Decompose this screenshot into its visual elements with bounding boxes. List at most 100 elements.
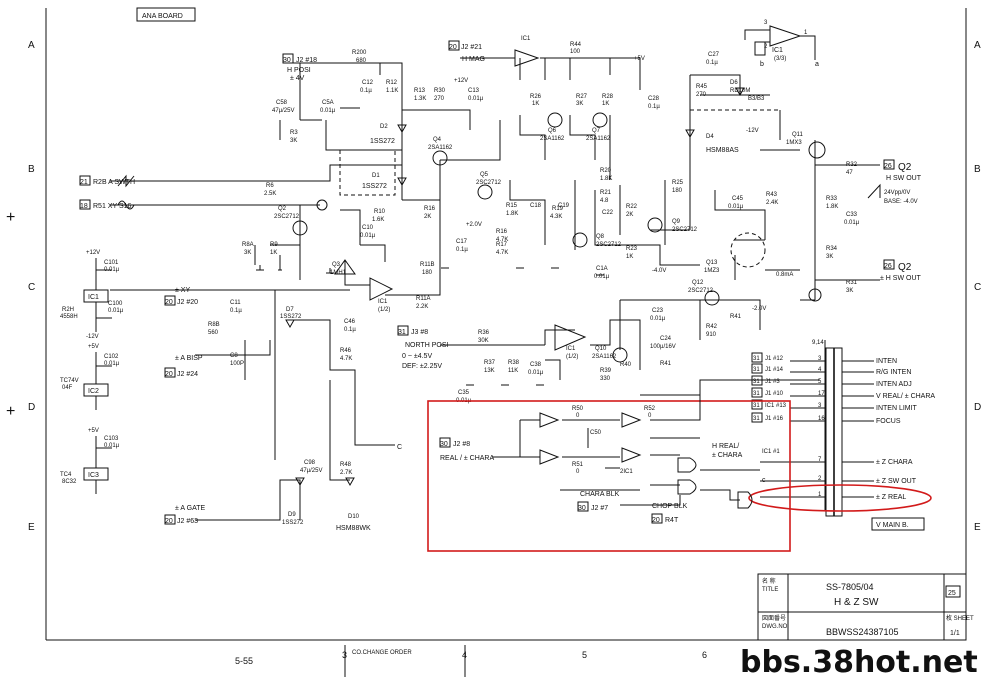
out-ref-box-bot xyxy=(883,259,895,270)
output-sawtooth-icon xyxy=(867,183,881,199)
r20-ref: R20 xyxy=(600,168,612,174)
c27-ref: C27 xyxy=(708,52,720,58)
q9-transistor xyxy=(647,217,663,233)
q10-transistor xyxy=(612,347,628,363)
connector-source: J1 #16 xyxy=(765,416,784,422)
d1-part: 1SS272 xyxy=(362,183,387,190)
r11a-ref: R11A xyxy=(416,296,431,302)
registration-mark-upper: + xyxy=(6,209,15,226)
left-ic2-ref2: 04F xyxy=(62,385,73,391)
ic1-half-b-ref: IC1 xyxy=(566,346,576,352)
ref-18: 18 xyxy=(80,203,88,210)
c35-ref: C35 xyxy=(458,390,470,396)
connector-pin-number: 4 xyxy=(818,367,822,373)
hb-c50: C50 xyxy=(590,430,602,436)
hb-buffer-1 xyxy=(539,412,560,428)
c5a-val: 0.01µ xyxy=(320,108,336,114)
sawtooth-symbol-icon xyxy=(117,174,135,188)
r43-val: 2.4K xyxy=(766,200,778,206)
q7-transistor xyxy=(592,112,608,128)
left-ic1-c1: C101 xyxy=(104,260,119,266)
c38-ref: C38 xyxy=(530,362,542,368)
q4-ref: Q4 xyxy=(433,137,442,143)
bottom-col-5: 5 xyxy=(582,650,587,660)
q11-transistor xyxy=(808,141,826,159)
d4-diode xyxy=(685,129,695,139)
board-label-box xyxy=(136,7,196,22)
r17-val: 4.7K xyxy=(496,250,508,256)
minus40v-label: -4.0V xyxy=(652,268,666,274)
q3-ref: Q3 xyxy=(332,262,341,268)
left-ic1-c2v: 0.01µ xyxy=(108,308,124,314)
r34-ref: R34 xyxy=(826,246,838,252)
c17-ref: C17 xyxy=(456,239,468,245)
main-wiring xyxy=(110,57,870,521)
c18-ref: C18 xyxy=(530,203,542,209)
connector-ref-box xyxy=(751,399,763,410)
r48-ref: R48 xyxy=(340,462,352,468)
r30-ref: R30 xyxy=(434,88,446,94)
ref-box-18 xyxy=(79,199,91,210)
left-ic3-c1v: 0.01µ xyxy=(104,443,120,449)
c22-ref: C22 xyxy=(602,210,614,216)
r9-val: 1K xyxy=(270,250,277,256)
ref-box-31 xyxy=(397,325,409,336)
r11b-val: 180 xyxy=(422,270,433,276)
hb-r51: R51 xyxy=(572,462,584,468)
connector-ref-num: 31 xyxy=(753,403,760,409)
hb-buffer-4 xyxy=(621,447,642,463)
ref-box-21 xyxy=(79,175,91,186)
r21-ref: R21 xyxy=(600,190,612,196)
zone-left-b: B xyxy=(28,164,35,175)
hb-r52v: 0 xyxy=(648,413,652,419)
q6-ref: Q6 xyxy=(548,128,557,134)
r11a-val: 2.2K xyxy=(416,304,428,310)
ic1-top-right: 3 2 1 IC1 (3/3) b a xyxy=(744,20,819,68)
sawtooth-note: 24Vpp/0V xyxy=(884,190,910,196)
hb-buffer-3 xyxy=(621,412,642,428)
highlight-block: 30 J2 #8 REAL / ± CHARA R50 0 R52 0 C50 … xyxy=(439,395,760,524)
c19-ref: C19 xyxy=(558,203,570,209)
ref-20b: 20 xyxy=(165,299,173,306)
bottom-col-6: 6 xyxy=(702,650,707,660)
c58-ref: C58 xyxy=(276,100,288,106)
c8-val: 100P xyxy=(230,361,244,367)
connector-source: J1 #12 xyxy=(765,356,784,362)
r17-ref: R17 xyxy=(496,242,508,248)
d9-part: 1SS272 xyxy=(282,520,304,526)
connector-signal: FOCUS xyxy=(876,418,901,425)
ref-20a: 20 xyxy=(449,44,457,51)
sine-symbol-icon xyxy=(117,200,135,210)
hb-ic21: 2IC1 xyxy=(620,469,633,475)
connector-source: J1 #14 xyxy=(765,367,784,373)
north-posi-jref: J3 #8 xyxy=(411,329,428,336)
tb-dwg-no: BBWSS24387105 xyxy=(826,627,899,637)
r42-ref: R42 xyxy=(706,324,718,330)
north-posi-label: NORTH POSI xyxy=(405,342,448,349)
q9-part: 2SC2712 xyxy=(672,227,698,233)
r40-ref: R40 xyxy=(620,362,632,368)
title-block: 名 称 TITLE SS-7805/04 H & Z SW 25 図面番号 DW… xyxy=(757,573,974,641)
ref-20c: 20 xyxy=(165,371,173,378)
left-ic2-name: IC2 xyxy=(88,388,99,395)
r28-val: 1K xyxy=(602,101,609,107)
north-posi-def: DEF: ±2.25V xyxy=(402,363,442,370)
q3-triangle xyxy=(334,259,356,275)
c58-val: 47µ/25V xyxy=(272,108,294,114)
ic1-half-a-sub: (1/2) xyxy=(378,307,390,313)
q8-part: 2SC2712 xyxy=(596,242,622,248)
zone-left-d: D xyxy=(28,402,35,413)
hb-gate-3 xyxy=(737,491,753,509)
r16-ref: R16 xyxy=(424,206,436,212)
c10-val: 0.01µ xyxy=(360,233,376,239)
c98-ref: C98 xyxy=(304,460,316,466)
tb-title-label: TITLE xyxy=(762,587,778,593)
q8-transistor xyxy=(572,232,588,248)
d7-part: 1SS272 xyxy=(280,314,302,320)
d6-ref: D6 xyxy=(730,80,738,86)
r8b-ref: R8B xyxy=(208,322,220,328)
minus19v-label: -2.0V xyxy=(752,306,766,312)
ic1-top-right-opamp xyxy=(769,25,802,47)
d6-part: RD10M xyxy=(730,88,750,94)
